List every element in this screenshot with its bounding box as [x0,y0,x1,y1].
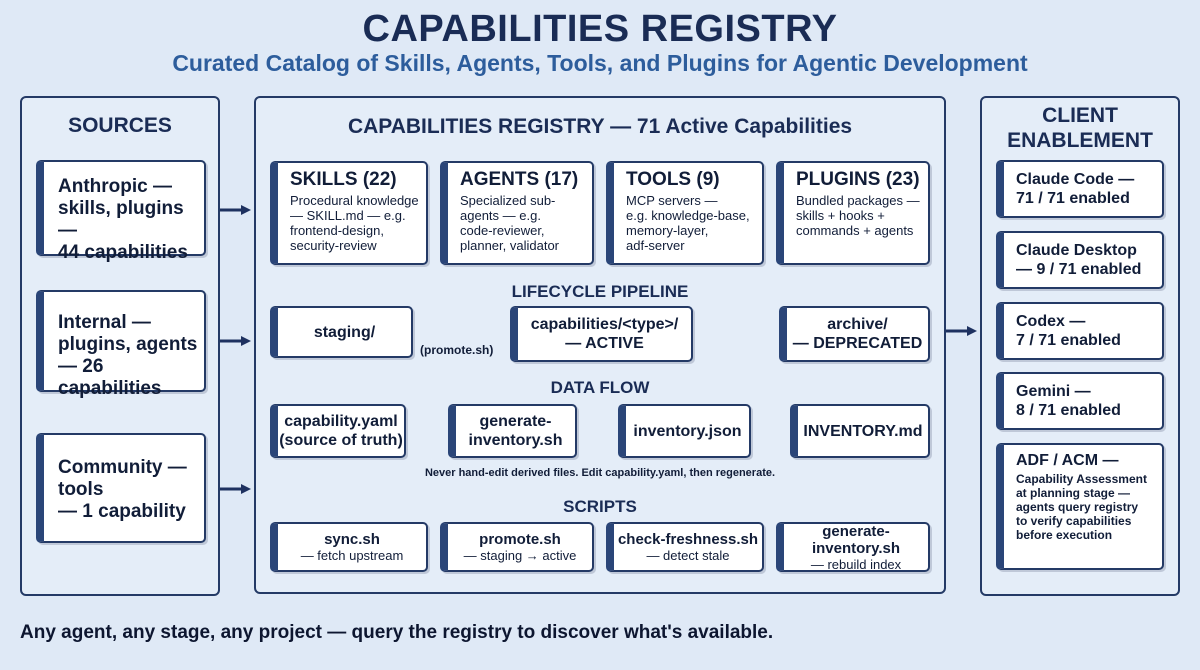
script-promote-text: promote.sh — staging → active [448,524,592,570]
script-promote-name: promote.sh [479,531,561,548]
script-generate: generate-inventory.sh — rebuild index [776,522,930,572]
script-generate-text: generate-inventory.sh — rebuild index [784,522,928,572]
script-sync-name: sync.sh [324,531,380,548]
stage-staging: staging/ [270,306,413,358]
client-adf-head: ADF / ACM — [1016,452,1119,469]
script-freshness-desc: — detect stale [646,548,730,563]
script-sync-desc: — fetch upstream [300,548,404,563]
type-skills-desc: Procedural knowledge — SKILL.md — e.g. f… [290,193,419,253]
source-anthropic: Anthropic — skills, plugins — 44 capabil… [36,160,206,263]
type-tools-desc: MCP servers — e.g. knowledge-base, memor… [626,193,750,253]
type-agents-card: AGENTS (17) Specialized sub- agents — e.… [440,161,594,265]
flow-yaml: capability.yaml (source of truth) [270,404,406,458]
script-freshness: check-freshness.sh — detect stale [606,522,764,572]
type-skills-card: SKILLS (22) Procedural knowledge — SKILL… [270,161,428,265]
script-freshness-text: check-freshness.sh — detect stale [614,524,762,570]
type-plugins-card: PLUGINS (23) Bundled packages — skills +… [776,161,930,265]
flow-generate: generate- inventory.sh [448,404,577,458]
page-title: CAPABILITIES REGISTRY [362,8,838,50]
stage-archive: archive/ — DEPRECATED [779,306,930,362]
type-tools-head: TOOLS (9) [626,169,720,190]
promote-label: (promote.sh) [420,343,494,357]
lifecycle-title: LIFECYCLE PIPELINE [511,282,689,301]
script-promote-desc: — staging → active [463,548,577,563]
footer-tagline: Any agent, any stage, any project — quer… [20,622,774,643]
type-plugins-head: PLUGINS (23) [796,169,920,190]
dataflow-title: DATA FLOW [550,378,650,397]
client-codex-label: Codex — 7 / 71 enabled [1016,313,1121,349]
script-generate-name: generate-inventory.sh [811,522,901,557]
source-community-label: Community — tools — 1 capability [58,457,187,522]
script-generate-desc: — rebuild index [810,556,902,572]
client-claude-desktop-label: Claude Desktop — 9 / 71 enabled [1016,242,1142,278]
source-anthropic-label: Anthropic — skills, plugins — 44 capabil… [58,176,188,263]
registry-title: CAPABILITIES REGISTRY — 71 Active Capabi… [347,115,853,138]
source-internal: Internal — plugins, agents — 26 capabili… [36,290,206,399]
script-promote: promote.sh — staging → active [440,522,594,572]
type-agents-desc: Specialized sub- agents — e.g. code-revi… [460,193,560,253]
client-claude-code: Claude Code — 71 / 71 enabled [996,160,1164,218]
stage-active: capabilities/<type>/ — ACTIVE [510,306,693,362]
clients-title: CLIENT ENABLEMENT [1007,104,1153,152]
client-adf-acm: ADF / ACM — Capability Assessment at pla… [996,443,1164,570]
stage-archive-label: archive/ — DEPRECATED [792,316,923,352]
type-skills-head: SKILLS (22) [290,169,397,190]
flow-json: inventory.json [618,404,751,458]
script-freshness-name: check-freshness.sh [617,531,759,548]
client-adf-desc: Capability Assessment at planning stage … [1016,472,1147,542]
flow-json-label: inventory.json [633,422,742,440]
flow-md-label: INVENTORY.md [803,422,923,440]
flow-yaml-label: capability.yaml (source of truth) [279,413,403,449]
client-claude-desktop: Claude Desktop — 9 / 71 enabled [996,231,1164,289]
scripts-title: SCRIPTS [563,497,637,516]
client-gemini: Gemini — 8 / 71 enabled [996,372,1164,430]
source-internal-label: Internal — plugins, agents — 26 capabili… [58,312,198,399]
client-codex: Codex — 7 / 71 enabled [996,302,1164,360]
script-sync-text: sync.sh — fetch upstream [278,524,426,570]
stage-active-label: capabilities/<type>/ — ACTIVE [530,316,679,352]
script-sync: sync.sh — fetch upstream [270,522,428,572]
type-agents-head: AGENTS (17) [460,169,579,190]
page-subtitle: Curated Catalog of Skills, Agents, Tools… [172,50,1028,76]
sources-title: SOURCES [68,114,172,137]
flow-generate-label: generate- inventory.sh [468,413,563,449]
stage-staging-label: staging/ [313,323,376,341]
source-community: Community — tools — 1 capability [36,433,206,543]
type-tools-card: TOOLS (9) MCP servers — e.g. knowledge-b… [606,161,764,265]
flow-md: INVENTORY.md [790,404,930,458]
client-gemini-label: Gemini — 8 / 71 enabled [1016,383,1121,419]
type-plugins-desc: Bundled packages — skills + hooks + comm… [796,193,920,238]
dataflow-note: Never hand-edit derived files. Edit capa… [424,467,776,479]
client-claude-code-label: Claude Code — 71 / 71 enabled [1016,171,1135,207]
